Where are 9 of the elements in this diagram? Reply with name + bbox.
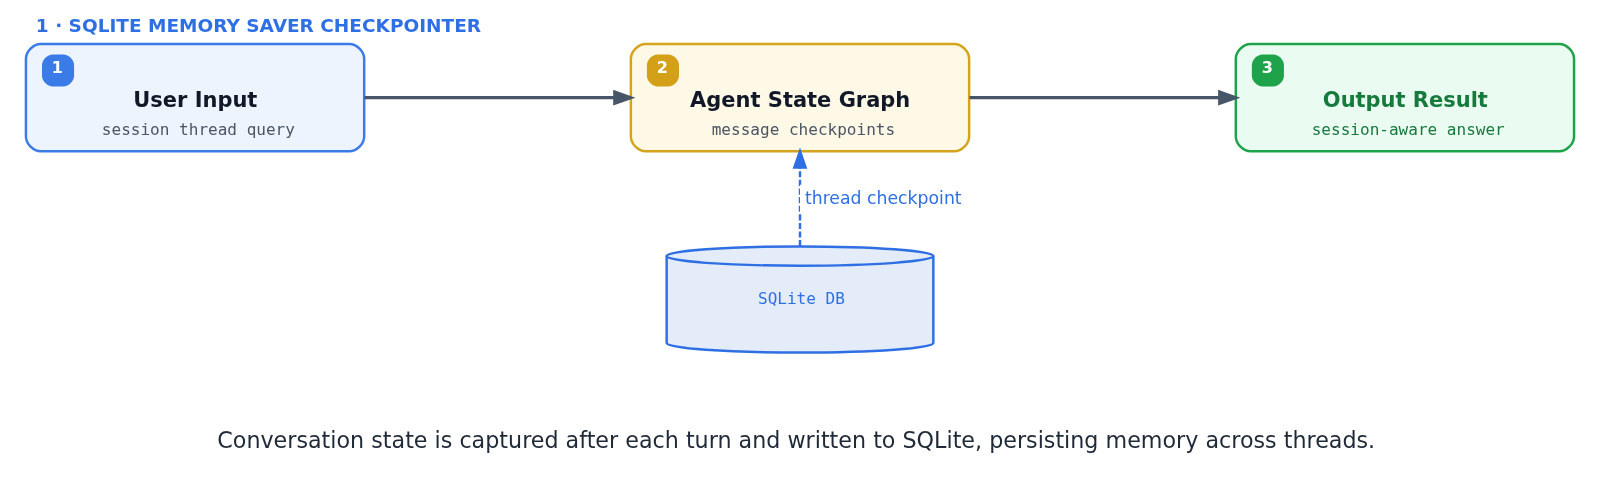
arrow [969, 89, 1241, 106]
node-box: 2 Agent State Graph message checkpoints [629, 42, 971, 153]
diagram-title: 1 · SQLITE MEMORY SAVER CHECKPOINTER [35, 14, 482, 36]
edge-label: thread checkpoint [804, 188, 962, 209]
arrow [364, 89, 636, 106]
caption: Conversation state is captured after each turn and written to SQLite, persisting memory across threads. [217, 427, 1376, 454]
node-box: 3 Output Result session-aware answer [1234, 42, 1576, 153]
arrow [792, 147, 808, 247]
node-box: 1 User Input session thread query [24, 42, 366, 153]
